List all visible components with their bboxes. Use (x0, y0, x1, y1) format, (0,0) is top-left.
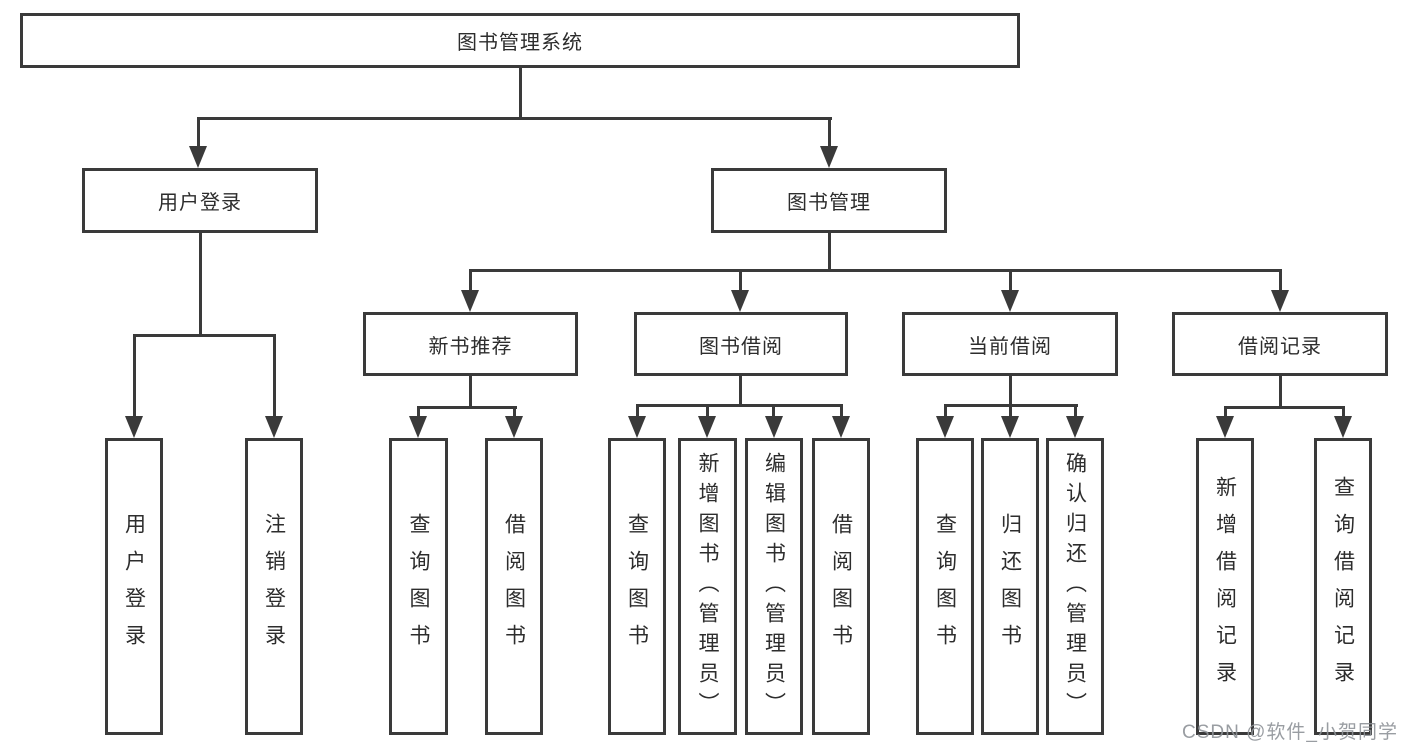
leaf-label: 新增图书（管理员） (696, 451, 719, 722)
edge-line (706, 404, 709, 418)
node-library-management-system: 图书管理系统 (20, 13, 1020, 68)
arrow-down-icon (765, 416, 783, 438)
edge-line (636, 404, 639, 418)
edge-line (739, 269, 742, 293)
leaf-add-book-admin: 新增图书（管理员） (678, 438, 737, 735)
leaf-query-books-recommend: 查询图书 (389, 438, 448, 735)
leaf-label: 查询借阅记录 (1331, 475, 1355, 698)
node-borrow-records: 借阅记录 (1172, 312, 1388, 376)
leaf-label: 查询图书 (625, 512, 649, 661)
leaf-query-books-borrow: 查询图书 (608, 438, 666, 735)
leaf-label: 注销登录 (262, 512, 286, 661)
arrow-down-icon (698, 416, 716, 438)
edge-line (772, 404, 775, 418)
edge-line (944, 404, 947, 418)
edge-line (739, 376, 742, 407)
edge-line (1074, 404, 1077, 418)
edge-line (469, 375, 472, 408)
arrow-down-icon (1066, 416, 1084, 438)
arrow-down-icon (1334, 416, 1352, 438)
leaf-label: 借阅图书 (829, 512, 853, 661)
arrow-down-icon (936, 416, 954, 438)
edge-line (1279, 269, 1282, 293)
edge-line (273, 334, 276, 419)
edge-line (469, 269, 472, 293)
arrow-down-icon (409, 416, 427, 438)
arrow-down-icon (820, 146, 838, 168)
edge-line (1009, 376, 1012, 407)
arrow-down-icon (628, 416, 646, 438)
leaf-confirm-return-admin: 确认归还（管理员） (1046, 438, 1104, 735)
edge-line (199, 233, 202, 337)
leaf-borrow-books-recommend: 借阅图书 (485, 438, 543, 735)
leaf-label: 编辑图书（管理员） (762, 451, 786, 722)
leaf-borrow-books: 借阅图书 (812, 438, 870, 735)
edge-line (417, 406, 420, 418)
arrow-down-icon (731, 290, 749, 312)
node-book-management: 图书管理 (711, 168, 947, 233)
csdn-watermark: CSDN @软件_小贺同学 (1182, 722, 1398, 743)
edge-line (1342, 406, 1345, 418)
arrow-down-icon (189, 146, 207, 168)
arrow-down-icon (265, 416, 283, 438)
node-new-book-recommend: 新书推荐 (363, 312, 578, 376)
edge-line (1279, 376, 1282, 409)
node-current-borrow: 当前借阅 (902, 312, 1118, 376)
edge-line (636, 404, 843, 407)
arrow-down-icon (832, 416, 850, 438)
leaf-add-borrow-record: 新增借阅记录 (1196, 438, 1254, 735)
edge-line (513, 406, 516, 418)
leaf-edit-book-admin: 编辑图书（管理员） (745, 438, 803, 735)
edge-line (1009, 404, 1012, 418)
edge-line (840, 404, 843, 418)
arrow-down-icon (1271, 290, 1289, 312)
leaf-label: 用户登录 (122, 512, 146, 661)
edge-line (197, 117, 200, 149)
edge-line (197, 117, 832, 120)
edge-line (1224, 406, 1345, 409)
leaf-return-book: 归还图书 (981, 438, 1039, 735)
leaf-query-books-current: 查询图书 (916, 438, 974, 735)
arrow-down-icon (461, 290, 479, 312)
leaf-label: 借阅图书 (502, 512, 526, 661)
edge-line (1009, 269, 1012, 293)
leaf-user-login: 用户登录 (105, 438, 163, 735)
edge-line (417, 406, 517, 409)
edge-line (828, 233, 831, 271)
edge-line (133, 334, 276, 337)
leaf-label: 确认归还（管理员） (1063, 451, 1087, 722)
arrow-down-icon (1216, 416, 1234, 438)
edge-line (469, 269, 1282, 272)
leaf-logout: 注销登录 (245, 438, 303, 735)
leaf-label: 归还图书 (998, 512, 1022, 661)
node-user-login: 用户登录 (82, 168, 318, 233)
edge-line (133, 334, 136, 419)
arrow-down-icon (125, 416, 143, 438)
edge-line (1224, 406, 1227, 418)
leaf-label: 新增借阅记录 (1213, 475, 1237, 698)
arrow-down-icon (1001, 416, 1019, 438)
leaf-label: 查询图书 (407, 512, 430, 661)
edge-line (828, 117, 831, 149)
leaf-query-borrow-record: 查询借阅记录 (1314, 438, 1372, 735)
arrow-down-icon (505, 416, 523, 438)
edge-line (519, 68, 522, 118)
node-book-borrow: 图书借阅 (634, 312, 848, 376)
arrow-down-icon (1001, 290, 1019, 312)
leaf-label: 查询图书 (933, 512, 957, 661)
